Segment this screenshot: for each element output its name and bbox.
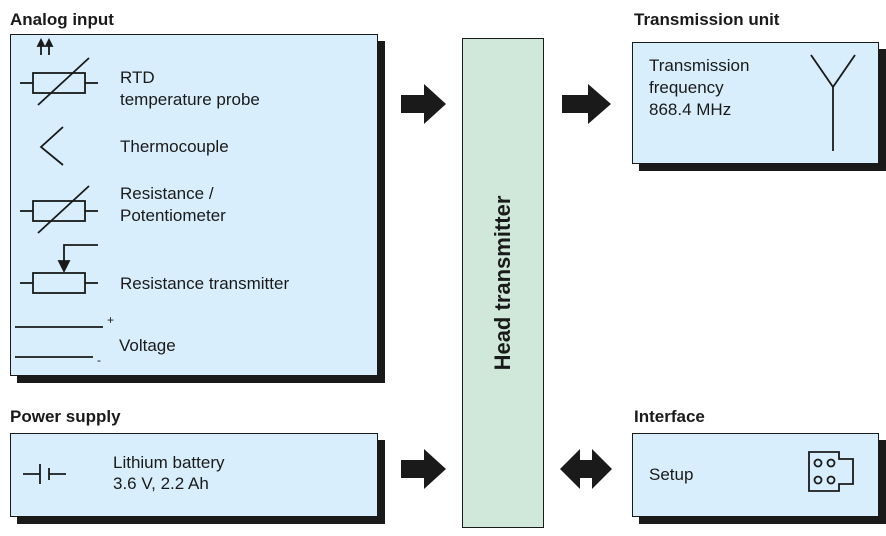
antenna-icon (810, 54, 856, 151)
rtd-label-2: temperature probe (120, 90, 260, 109)
setup-connector-icon (808, 451, 854, 492)
resistance-label-1: Resistance / (120, 184, 214, 203)
resistance-label-2: Potentiometer (120, 206, 226, 225)
power-supply-heading: Power supply (10, 407, 121, 426)
rtd-label-1: RTD (120, 68, 155, 87)
power-to-head-arrow (401, 449, 446, 489)
battery-label-1: Lithium battery (113, 453, 225, 472)
head-transmitter-box: Head transmitter (462, 38, 544, 528)
head-to-transmission-arrow (562, 84, 611, 124)
thermocouple-label: Thermocouple (120, 137, 229, 156)
analog-to-head-arrow (401, 84, 446, 124)
voltage-symbol (15, 326, 103, 358)
transmission-label-3: 868.4 MHz (649, 100, 732, 119)
transmission-unit-heading: Transmission unit (634, 10, 780, 29)
thermocouple-symbol (39, 126, 64, 166)
transmission-unit-box: Transmission frequency 868.4 MHz (632, 42, 879, 164)
setup-label: Setup (649, 465, 694, 484)
power-supply-box: Lithium battery 3.6 V, 2.2 Ah (10, 433, 378, 517)
battery-label-2: 3.6 V, 2.2 Ah (113, 474, 209, 493)
resistance-transmitter-symbol (20, 244, 98, 294)
analog-input-heading: Analog input (10, 10, 114, 29)
transmission-label-2: frequency (649, 78, 724, 97)
battery-symbol (23, 464, 66, 484)
transmission-label-1: Transmission (649, 56, 750, 75)
resistance-transmitter-label: Resistance transmitter (120, 274, 290, 293)
resistance-symbol (20, 185, 98, 234)
voltage-label: Voltage (119, 336, 176, 355)
analog-input-symbols (15, 37, 103, 358)
rtd-symbol (20, 37, 98, 106)
interface-box: Setup (632, 433, 879, 517)
head-interface-double-arrow (560, 449, 612, 489)
analog-input-box: RTD temperature probe Thermocouple Resis… (10, 34, 378, 376)
voltage-plus-label: + (107, 313, 115, 327)
interface-heading: Interface (634, 407, 705, 426)
voltage-minus-label: - (97, 353, 101, 367)
